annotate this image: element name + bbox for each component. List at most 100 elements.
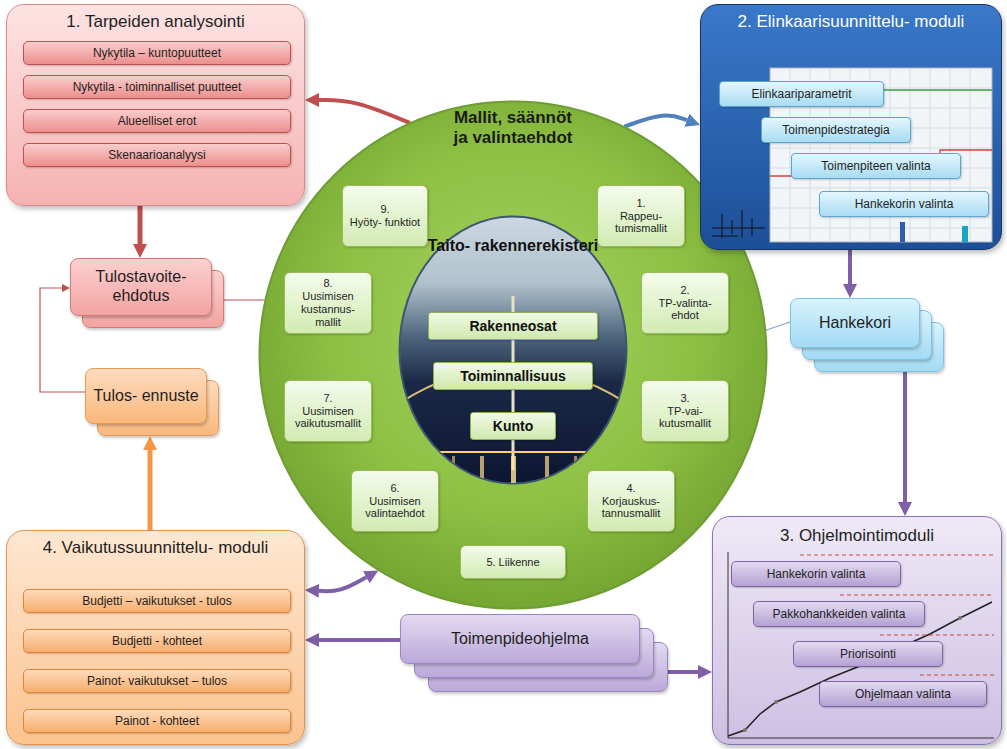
light-reflection <box>574 456 577 484</box>
node-label: Uusimisen valintaehdot <box>357 495 433 521</box>
stacked-box: Tulos- ennuste <box>85 368 219 436</box>
module-item: Elinkaariparametrit <box>719 81 884 107</box>
node-label: Pakkohankkeiden valinta <box>773 607 906 621</box>
connector-arrow <box>138 206 143 244</box>
bridge-cable <box>398 367 628 404</box>
model-item: 1.Rappeu- tumismallit <box>597 185 685 247</box>
model-item: 7.Uusimisen vaikutusmallit <box>284 380 372 442</box>
connector-arrow <box>848 250 852 284</box>
model-circle: Mallit, säännöt ja valintaehdot 1.Rappeu-… <box>258 100 768 610</box>
callout-number: 1. <box>636 197 645 210</box>
node-label: Elinkaariparametrit <box>751 87 851 101</box>
stack-layer: Toimenpideohjelma <box>400 614 640 664</box>
module-box: 2. Elinkaarisuunnittelu- moduliElinkaari… <box>700 4 1002 250</box>
connector-arrow <box>766 322 790 330</box>
connector-arrow <box>319 638 400 642</box>
module-item: Hankekorin valinta <box>731 561 901 587</box>
node-title: Taito- rakennerekisteri <box>418 237 608 256</box>
module-item: Painot - kohteet <box>23 709 291 733</box>
module-box: 1. Tarpeiden analysointiNykytila – kunto… <box>6 4 305 206</box>
node-title: 1. Tarpeiden analysointi <box>26 12 286 32</box>
node-label: Toimenpideohjelma <box>451 630 589 649</box>
connector-arrow <box>319 577 366 591</box>
chart-threshold <box>800 555 994 675</box>
model-item: 5. Liikenne <box>460 545 566 579</box>
module-item: Nykytila - toiminnalliset puutteet <box>23 75 291 99</box>
light-reflection <box>425 456 428 484</box>
light-reflection <box>452 456 455 484</box>
stacked-box: Tulostavoite- ehdotus <box>70 258 224 328</box>
model-item: 9.Hyöty- funktiot <box>342 185 428 247</box>
node-label: Uusimisen kustannus- mallit <box>290 290 366 329</box>
module-item: Priorisointi <box>793 641 943 667</box>
node-label: Priorisointi <box>840 647 896 661</box>
light-reflection <box>600 456 603 484</box>
node-label: TP-vai- kutusmallit <box>647 405 723 431</box>
chart-dot <box>743 728 747 732</box>
node-title: 4. Vaikutussuunnittelu- moduli <box>36 538 276 558</box>
node-label: Hyöty- funktiot <box>350 216 420 229</box>
chart-dot <box>774 700 778 704</box>
connector-arrow <box>148 450 153 530</box>
chart-grid <box>790 68 970 242</box>
module-item: Budjetti – vaikutukset - tulos <box>23 589 291 613</box>
connector-arrow <box>624 116 687 127</box>
callout-number: 9. <box>380 203 389 216</box>
node-label: Nykytila - toiminnalliset puutteet <box>73 80 242 94</box>
module-item: Hankekorin valinta <box>819 191 989 217</box>
model-item: 2.TP-valinta- ehdot <box>641 272 729 334</box>
chart-line <box>770 90 992 96</box>
node-label: Korjauskus- tannusmallit <box>593 495 669 521</box>
node-title: 2. Elinkaarisuunnittelu- moduli <box>736 12 966 32</box>
node-label: Toiminnallisuus <box>460 368 566 385</box>
node-label: Tulos- ennuste <box>93 387 198 406</box>
ellipse-shape <box>400 217 627 484</box>
callout-number: 6. <box>390 482 399 495</box>
light-reflection <box>511 456 516 484</box>
connector-arrow <box>224 299 265 300</box>
stack-layer: Tulos- ennuste <box>85 368 207 424</box>
stack-layer: Tulostavoite- ehdotus <box>70 258 212 316</box>
register-circle: Taito- rakennerekisteriRakenneosatToimin… <box>398 215 628 485</box>
node-label: Ohjelmaan valinta <box>855 687 951 701</box>
chart-line <box>770 150 992 176</box>
callout-number: 8. <box>323 277 332 290</box>
node-label: Hankekorin valinta <box>855 197 954 211</box>
chart-axis <box>728 552 994 738</box>
module-item: Nykytila – kuntopuutteet <box>23 41 291 65</box>
stack-layer: Hankekori <box>790 298 920 348</box>
node-label: Painot - kohteet <box>115 714 199 728</box>
node-label: Kunto <box>493 418 533 435</box>
register-item: Kunto <box>470 412 556 440</box>
bridge-deck <box>398 451 628 453</box>
connector-arrow <box>319 100 410 123</box>
module-item: Toimenpidestrategia <box>761 117 911 143</box>
module-item: Budjetti - kohteet <box>23 629 291 653</box>
node-label: 5. Liikenne <box>486 556 539 569</box>
node-label: Uusimisen vaikutusmallit <box>290 405 366 431</box>
register-item: Rakenneosat <box>428 312 598 340</box>
stacked-box: Hankekori <box>790 298 944 372</box>
callout-number: 7. <box>323 392 332 405</box>
callout-number: 4. <box>626 482 635 495</box>
model-item: 4.Korjauskus- tannusmallit <box>587 470 675 532</box>
node-title: Mallit, säännöt ja valintaehdot <box>448 108 578 148</box>
register-item: Toiminnallisuus <box>433 362 593 390</box>
light-reflection <box>480 456 484 484</box>
light-reflection <box>545 456 549 484</box>
module-item: Alueelliset erot <box>23 109 291 133</box>
node-label: TP-valinta- ehdot <box>647 297 723 323</box>
node-label: Hankekori <box>819 314 891 333</box>
module-item: Toimenpiteen valinta <box>791 153 961 179</box>
module-box: 4. Vaikutussuunnittelu- moduliBudjetti –… <box>6 530 305 745</box>
model-item: 6.Uusimisen valintaehdot <box>351 470 439 532</box>
module-item: Ohjelmaan valinta <box>819 681 987 707</box>
callout-number: 2. <box>680 284 689 297</box>
programming-chart <box>728 552 994 738</box>
stacked-box: Toimenpideohjelma <box>400 614 668 692</box>
chart-curve <box>728 602 992 736</box>
model-item: 8.Uusimisen kustannus- mallit <box>284 272 372 334</box>
bridge-photo <box>398 296 628 484</box>
ellipse-shape <box>260 102 767 609</box>
node-label: Budjetti - kohteet <box>112 634 202 648</box>
